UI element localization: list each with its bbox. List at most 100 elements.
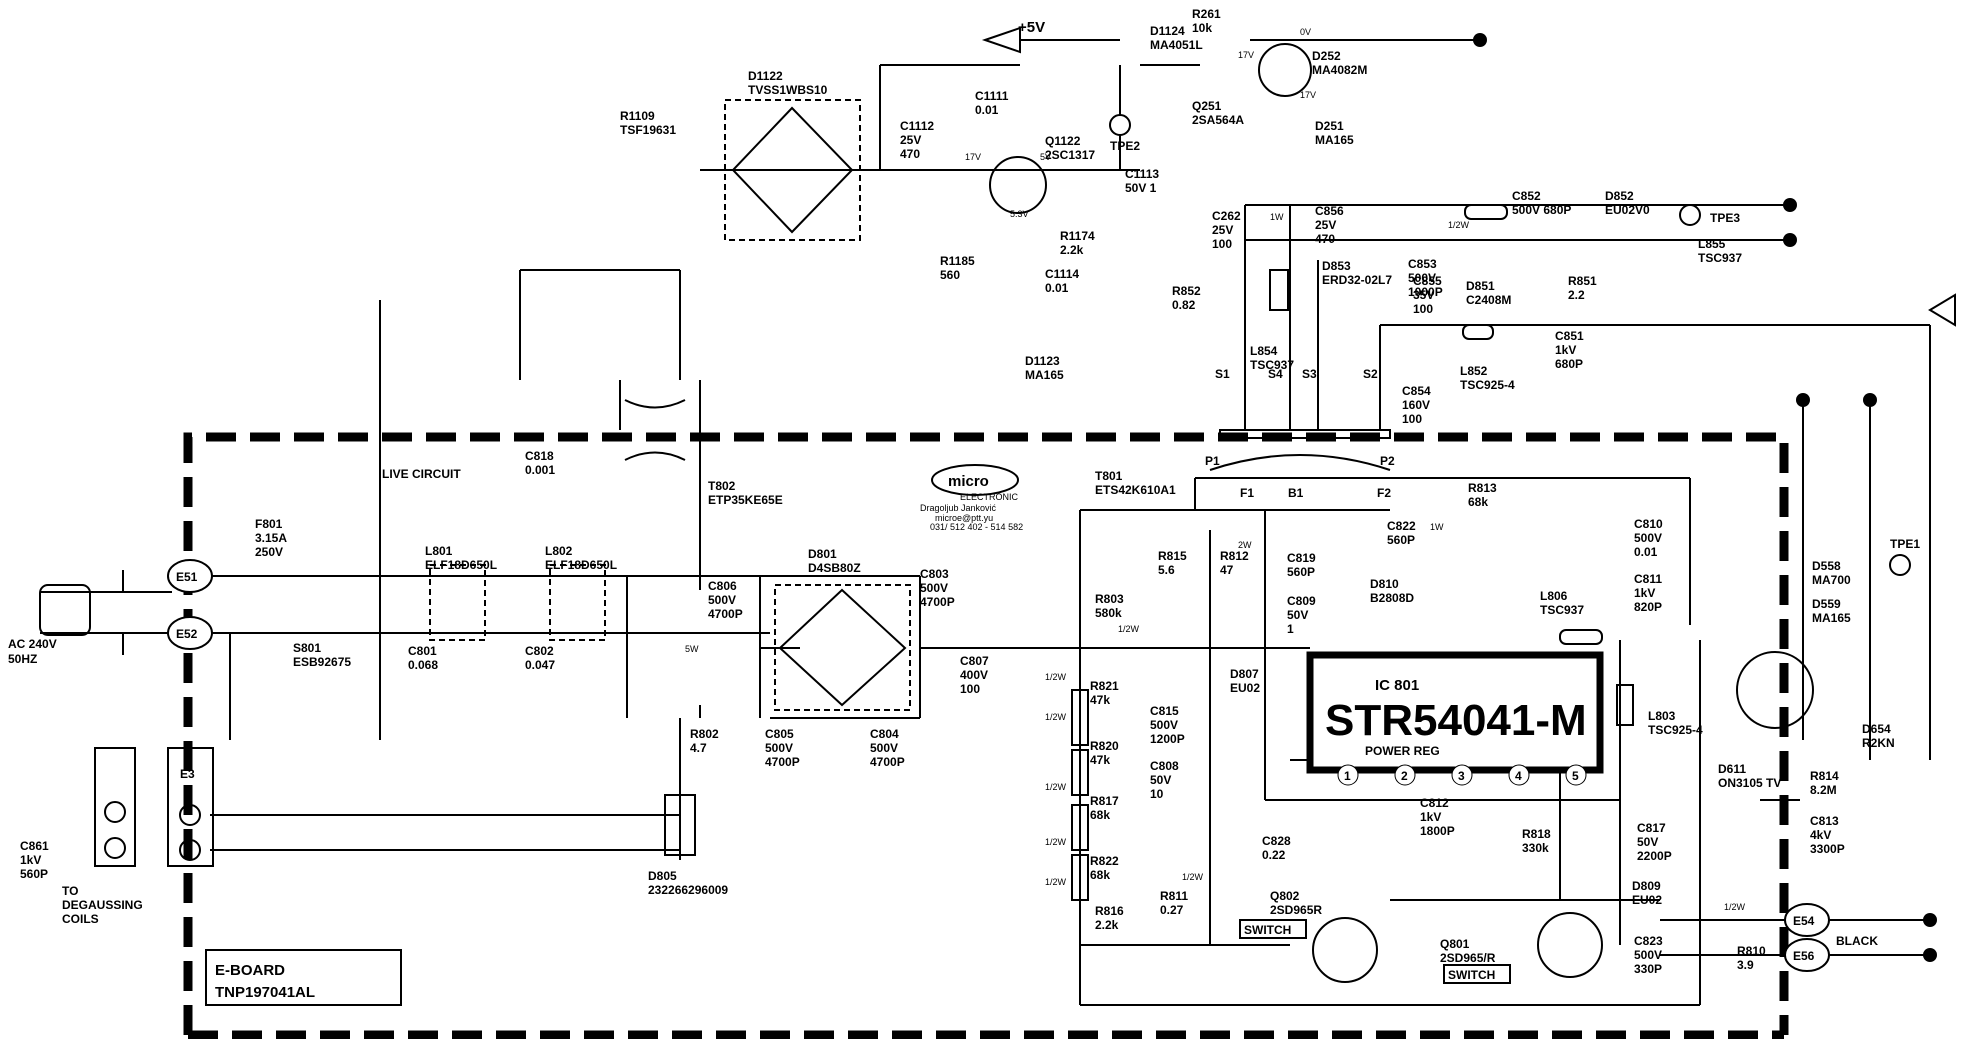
component-ref-d807: D807 (1230, 667, 1259, 681)
component-value-l855: TSC937 (1698, 251, 1742, 265)
transformer-pin-f2: F2 (1377, 486, 1391, 500)
switch-label-q801: SWITCH (1448, 968, 1495, 982)
component-value-c823: 500V (1634, 948, 1662, 962)
watt-rating: 2W (1238, 540, 1252, 550)
component-value-c822: 560P (1387, 533, 1415, 547)
component-ref-r820: R820 (1090, 739, 1119, 753)
ic-pin-5 (1565, 764, 1587, 786)
ic-pin-label-3: 3 (1458, 769, 1465, 783)
connector-e54 (1784, 903, 1830, 937)
component-value-c262: 100 (1212, 237, 1232, 251)
component-ref-c1113: C1113 (1125, 167, 1159, 181)
component-value-c808: 10 (1150, 787, 1164, 801)
component-value-t802: ETP35KE65E (708, 493, 783, 507)
title-block: IC 801 STR54041-M POWER REG (1325, 677, 1587, 758)
component-ref-l801: L801 (425, 544, 453, 558)
component-value-c855: 35V (1413, 288, 1434, 302)
component-value-r852: 0.82 (1172, 298, 1196, 312)
component-ref-l802: L802 (545, 544, 573, 558)
component-value-q801: 2SD965/R (1440, 951, 1496, 965)
watt-rating: 1/2W (1045, 877, 1067, 887)
component-value-t801: ETS42K610A1 (1095, 483, 1176, 497)
component-value-c806: 500V (708, 593, 736, 607)
component-value-c854: 160V (1402, 398, 1430, 412)
component-ref-r818: R818 (1522, 827, 1551, 841)
component-value-c854: 100 (1402, 412, 1422, 426)
component-value-c812: 1800P (1420, 824, 1455, 838)
component-ref-c1111: C1111 (975, 89, 1009, 103)
component-ref-r852: R852 (1172, 284, 1201, 298)
component-value-c817: 50V (1637, 835, 1658, 849)
board-part: TNP197041AL (215, 984, 315, 1001)
component-ref-l852: L852 (1460, 364, 1488, 378)
component-ref-r1185: R1185 (940, 254, 975, 268)
component-value-c1111: 0.01 (975, 103, 999, 117)
component-ref-c806: C806 (708, 579, 737, 593)
component-ref-d805: D805 (648, 869, 677, 883)
board-label-box (205, 949, 402, 1006)
component-value-d558: MA700 (1812, 573, 1851, 587)
component-ref-c823: C823 (1634, 934, 1663, 948)
component-value-d611: ON3105 TV (1718, 776, 1781, 790)
component-value-c1112: 25V (900, 133, 921, 147)
component-value-c853: 500V (1408, 271, 1436, 285)
component-ref-c817: C817 (1637, 821, 1666, 835)
component-ref-r803: R803 (1095, 592, 1124, 606)
component-ref-r813: R813 (1468, 481, 1497, 495)
ic-pin-4 (1508, 764, 1530, 786)
component-ref-c855: C855 (1413, 274, 1442, 288)
component-value-c810: 500V (1634, 531, 1662, 545)
test-point-tpe2: TPE2 (1110, 139, 1140, 153)
transformer-pin-f1: F1 (1240, 486, 1254, 500)
component-ref-c805: C805 (765, 727, 794, 741)
ic-pin-1 (1337, 764, 1359, 786)
switch-label-q802: SWITCH (1244, 923, 1291, 937)
component-value-r814: 8.2M (1810, 783, 1837, 797)
component-value-c803: 4700P (920, 595, 955, 609)
component-ref-c853: C853 (1408, 257, 1437, 271)
voltage-label: 17V (1238, 50, 1254, 60)
component-value-r820: 47k (1090, 753, 1110, 767)
component-value-r811: 0.27 (1160, 903, 1184, 917)
component-value-c856: 470 (1315, 232, 1335, 246)
component-value-c802: 0.047 (525, 658, 555, 672)
component-ref-r821: R821 (1090, 679, 1119, 693)
component-value-r817: 68k (1090, 808, 1110, 822)
watt-rating: 1W (1430, 522, 1444, 532)
component-value-r815: 5.6 (1158, 563, 1175, 577)
voltage-label: 17V (1300, 90, 1316, 100)
component-value-c828: 0.22 (1262, 848, 1286, 862)
component-ref-d558: D558 (1812, 559, 1841, 573)
component-ref-f801: F801 (255, 517, 283, 531)
component-ref-c851: C851 (1555, 329, 1584, 343)
transformer-pin-p2: P2 (1380, 454, 1395, 468)
logo-sub: ELECTRONIC (960, 492, 1019, 502)
component-ref-d809: D809 (1632, 879, 1661, 893)
component-value-c856: 25V (1315, 218, 1336, 232)
component-ref-d611: D611 (1718, 762, 1746, 776)
component-value-r1174: 2.2k (1060, 243, 1084, 257)
component-ref-s801: S801 (293, 641, 321, 655)
transformer-pin-s3: S3 (1302, 367, 1317, 381)
component-ref-r802: R802 (690, 727, 719, 741)
component-value-c815: 500V (1150, 718, 1178, 732)
component-value-r816: 2.2k (1095, 918, 1119, 932)
component-ref-c1112: C1112 (900, 119, 934, 133)
watt-rating: 1/2W (1045, 837, 1067, 847)
component-value-c809: 1 (1287, 622, 1294, 636)
component-value-d851: C2408M (1466, 293, 1511, 307)
component-value-c813: 4kV (1810, 828, 1831, 842)
component-value-c851: 1kV (1555, 343, 1576, 357)
voltage-label: 17V (965, 152, 981, 162)
ac-voltage: AC 240V (8, 637, 57, 651)
component-value-c808: 50V (1150, 773, 1171, 787)
ic-pin-label-2: 2 (1401, 769, 1408, 783)
component-ref-c828: C828 (1262, 834, 1291, 848)
component-ref-t801: T801 (1095, 469, 1123, 483)
component-value-r803: 580k (1095, 606, 1122, 620)
component-value-d801: D4SB80Z (808, 561, 861, 575)
component-value-q1122: 2SC1317 (1045, 148, 1095, 162)
component-ref-q801: Q801 (1440, 937, 1470, 951)
component-value-c852: 500V 680P (1512, 203, 1571, 217)
component-value-c803: 500V (920, 581, 948, 595)
